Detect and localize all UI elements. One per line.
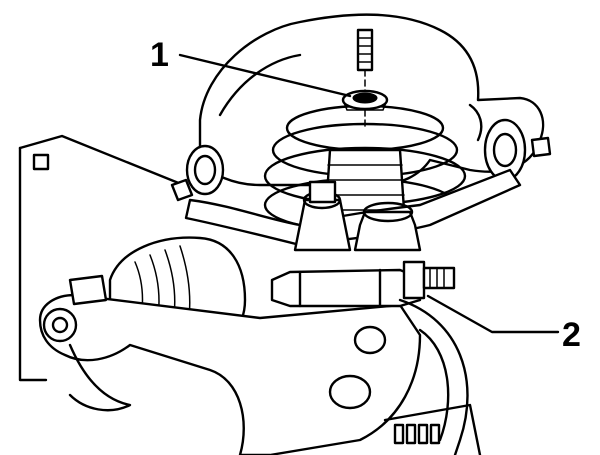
retaining-nut	[341, 89, 389, 111]
callout-2-leader	[426, 294, 560, 334]
link-nuts	[293, 180, 422, 252]
callout-1-leader	[178, 53, 352, 98]
callout-1-label: 1	[150, 36, 169, 74]
body-panel-bracket	[18, 134, 188, 382]
clamp-bolt	[270, 260, 456, 308]
hub-shield	[383, 298, 482, 455]
lower-control-arm	[38, 274, 422, 455]
stabilizer-link	[184, 168, 522, 247]
callout-2-label: 2	[562, 316, 581, 354]
